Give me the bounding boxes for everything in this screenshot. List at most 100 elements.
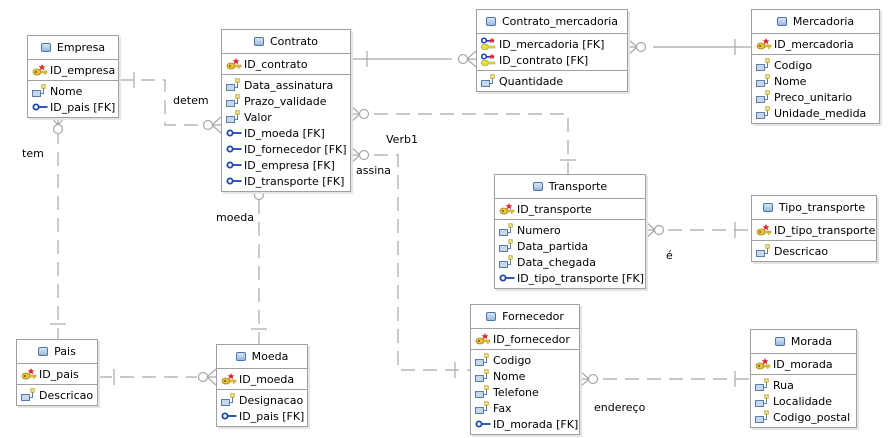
pk-attribute-row[interactable]: ID_morada xyxy=(751,356,856,372)
attribute-row[interactable]: Valor xyxy=(222,109,350,125)
table-icon xyxy=(253,37,264,46)
attribute-row[interactable]: Preco_unitario xyxy=(752,89,879,105)
relationship-many-marker-mercadoria-cm-optional-circle xyxy=(635,41,647,53)
attribute-row[interactable]: Unidade_medida xyxy=(752,105,879,121)
pk-attribute-row[interactable]: ID_mercadoria [FK] xyxy=(477,36,627,52)
attribute-icon xyxy=(226,78,242,92)
attribute-row[interactable]: Data_chegada xyxy=(495,254,645,270)
entity-header: Moeda xyxy=(217,345,307,369)
attribute-row[interactable]: Rua xyxy=(751,377,856,393)
attribute-name: ID_pais xyxy=(39,367,79,381)
table-icon xyxy=(774,337,785,346)
attribute-row[interactable]: ID_moeda [FK] xyxy=(222,125,350,141)
attribute-name: ID_fornecedor xyxy=(493,332,570,346)
fk-icon xyxy=(226,174,242,188)
attribute-name: ID_moeda xyxy=(239,372,295,386)
attribute-row[interactable]: ID_fornecedor [FK] xyxy=(222,141,350,157)
primary-key-section: ID_empresa xyxy=(28,60,118,81)
relationship-many-marker-endereco-crows-foot xyxy=(579,370,590,388)
attribute-row[interactable]: Fax xyxy=(471,400,579,416)
pk-attribute-row[interactable]: ID_contrato [FK] xyxy=(477,52,627,68)
pk-icon xyxy=(221,372,237,386)
attribute-row[interactable]: ID_pais [FK] xyxy=(217,408,307,424)
attribute-row[interactable]: Data_assinatura xyxy=(222,77,350,93)
entity-name: Tipo_transporte xyxy=(778,201,866,214)
pk-attribute-row[interactable]: ID_transporte xyxy=(495,201,645,217)
attribute-row[interactable]: Codigo xyxy=(752,57,879,73)
pk-attribute-row[interactable]: ID_empresa xyxy=(28,62,118,78)
attribute-name: Numero xyxy=(517,223,561,237)
attribute-row[interactable]: Localidade xyxy=(751,393,856,409)
attribute-row[interactable]: Nome xyxy=(28,83,118,99)
pk-attribute-row[interactable]: ID_tipo_transporte xyxy=(752,222,876,238)
attribute-name: ID_fornecedor [FK] xyxy=(244,142,347,156)
attribute-row[interactable]: Numero xyxy=(495,222,645,238)
attribute-icon xyxy=(475,369,491,383)
entity-name: Moeda xyxy=(251,350,289,363)
attribute-name: Nome xyxy=(50,84,83,98)
attribute-row[interactable]: Descricao xyxy=(752,243,876,259)
attribute-icon xyxy=(499,255,515,269)
pk-attribute-row[interactable]: ID_mercadoria xyxy=(752,36,879,52)
attribute-name: ID_empresa xyxy=(50,63,116,77)
attribute-name: Quantidade xyxy=(499,74,564,88)
attribute-row[interactable]: ID_transporte [FK] xyxy=(222,173,350,189)
fk-icon xyxy=(221,409,237,423)
attribute-row[interactable]: Quantidade xyxy=(477,73,627,89)
attribute-row[interactable]: Nome xyxy=(471,368,579,384)
pk-attribute-row[interactable]: ID_fornecedor xyxy=(471,331,579,347)
relationship-many-marker-contrato-cm-optional-circle xyxy=(457,53,469,65)
relationship-many-marker-tem-optional-circle xyxy=(52,123,64,135)
entity-name: Mercadoria xyxy=(792,15,855,28)
pk-icon xyxy=(755,357,771,371)
attribute-icon xyxy=(755,378,771,392)
relationship-label-moeda: moeda xyxy=(216,211,254,224)
fk-icon xyxy=(226,142,242,156)
pk-attribute-row[interactable]: ID_pais xyxy=(17,366,97,382)
attribute-name: Nome xyxy=(774,74,807,88)
relationship-label-verb1: Verb1 xyxy=(386,133,418,146)
attribute-section: Descricao xyxy=(752,241,876,261)
attribute-row[interactable]: Nome xyxy=(752,73,879,89)
relationship-many-marker-verb1-optional-circle xyxy=(358,108,370,120)
attribute-name: ID_transporte [FK] xyxy=(244,174,345,188)
attribute-row[interactable]: Codigo xyxy=(471,352,579,368)
attribute-row[interactable]: Descricao xyxy=(17,387,97,403)
pk-attribute-row[interactable]: ID_contrato xyxy=(222,56,350,72)
attribute-row[interactable]: ID_morada [FK] xyxy=(471,416,579,432)
entity-name: Contrato xyxy=(269,35,318,48)
pk-fk-icon xyxy=(480,37,497,51)
pk-attribute-row[interactable]: ID_moeda xyxy=(217,371,307,387)
relationship-many-marker-mercadoria-cm-crows-foot xyxy=(627,38,638,56)
attribute-row[interactable]: Telefone xyxy=(471,384,579,400)
relationship-many-marker-assina-crows-foot xyxy=(350,146,361,164)
attribute-row[interactable]: Codigo_postal xyxy=(751,409,856,425)
attribute-row[interactable]: Designacao xyxy=(217,392,307,408)
attribute-row[interactable]: Data_partida xyxy=(495,238,645,254)
attribute-row[interactable]: ID_pais [FK] xyxy=(28,99,118,115)
attribute-row[interactable]: Prazo_validade xyxy=(222,93,350,109)
fk-icon xyxy=(226,126,242,140)
attribute-row[interactable]: ID_empresa [FK] xyxy=(222,157,350,173)
attribute-icon xyxy=(756,90,772,104)
attribute-name: Designacao xyxy=(239,393,304,407)
attribute-row[interactable]: ID_tipo_transporte [FK] xyxy=(495,270,645,286)
relationship-line-detem xyxy=(119,79,201,126)
entity-name: Empresa xyxy=(56,41,106,54)
attribute-name: ID_tipo_transporte xyxy=(774,223,876,237)
pk-icon xyxy=(756,37,772,51)
